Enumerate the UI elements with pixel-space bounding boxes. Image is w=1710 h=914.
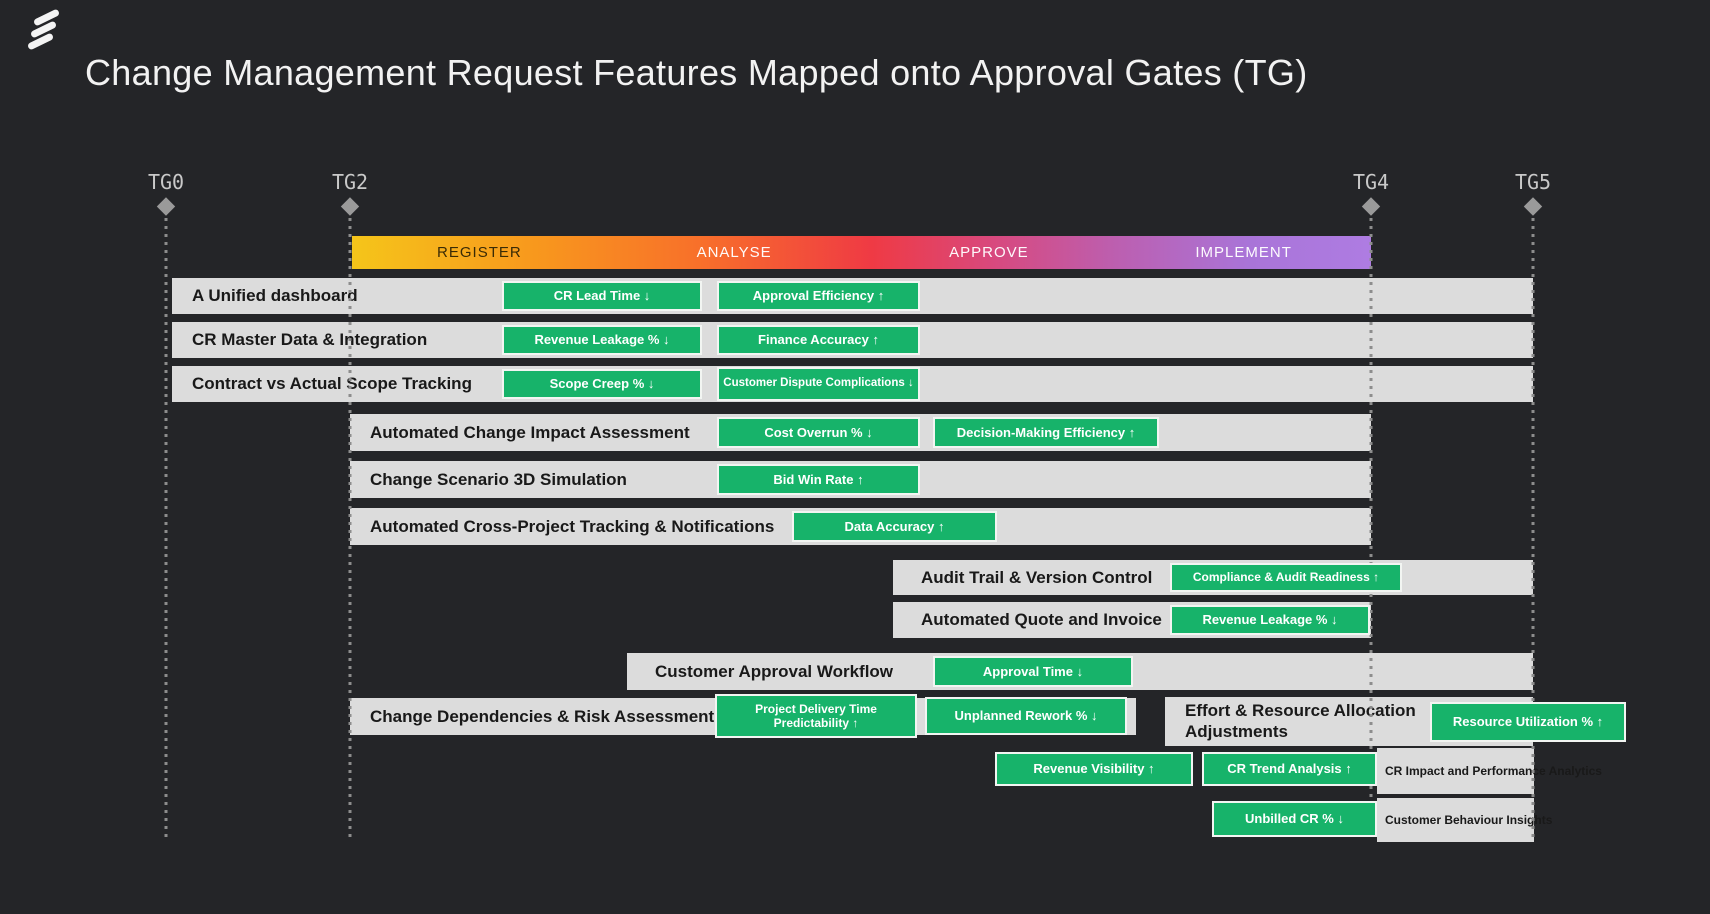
feature-label: Change Scenario 3D Simulation [370, 469, 627, 489]
ericsson-logo [26, 8, 70, 51]
feature-label: Audit Trail & Version Control [921, 567, 1153, 587]
metric-badge: Finance Accuracy ↑ [717, 325, 920, 355]
feature-bar-cr-impact-analytics: CR Impact and Performance Analytics [1377, 748, 1602, 794]
feature-label: CR Master Data & Integration [192, 330, 428, 349]
metric-badge: Approval Time ↓ [933, 656, 1133, 687]
metric-badge: Bid Win Rate ↑ [717, 464, 920, 495]
phase-gradient-bar: REGISTER ANALYSE APPROVE IMPLEMENT [352, 236, 1371, 269]
phase-analyse: ANALYSE [696, 244, 772, 261]
feature-bar-customer-behaviour-insights: Customer Behaviour Insights [1377, 798, 1552, 842]
gate-label-tg5: TG5 [1514, 170, 1552, 194]
metric-badge: Scope Creep % ↓ [502, 369, 702, 399]
gate-label-tg0: TG0 [147, 170, 185, 194]
feature-label: Automated Cross-Project Tracking & Notif… [370, 516, 775, 536]
metric-badge: Unbilled CR % ↓ [1212, 801, 1377, 837]
feature-label: Effort & Resource Allocation Adjustments [1185, 701, 1416, 741]
gate-line-tg2 [348, 218, 352, 842]
feature-label: Change Dependencies & Risk Assessment [370, 706, 715, 726]
gate-line-tg4 [1369, 218, 1373, 842]
feature-label: Customer Behaviour Insights [1385, 812, 1553, 827]
phase-implement: IMPLEMENT [1195, 244, 1292, 261]
metric-badge: Approval Efficiency ↑ [717, 281, 920, 311]
gate-diamond-icon [340, 197, 360, 216]
metric-badge: Resource Utilization % ↑ [1430, 702, 1626, 742]
metric-badge: Customer Dispute Complications ↓ [717, 367, 920, 401]
feature-label: Automated Quote and Invoice [921, 610, 1162, 629]
metric-badge: Revenue Leakage % ↓ [1170, 605, 1370, 635]
feature-label: Contract vs Actual Scope Tracking [192, 374, 472, 393]
metric-badge: Decision-Making Efficiency ↑ [933, 417, 1159, 448]
metric-badge: Revenue Visibility ↑ [995, 752, 1193, 786]
metric-badge: Cost Overrun % ↓ [717, 417, 920, 448]
metric-badge: Project Delivery Time Predictability ↑ [715, 694, 917, 738]
page-title: Change Management Request Features Mappe… [85, 52, 1308, 93]
metric-badge: Compliance & Audit Readiness ↑ [1170, 563, 1402, 592]
phase-approve: APPROVE [949, 244, 1029, 261]
metric-badge: CR Lead Time ↓ [502, 281, 702, 311]
metric-badge: CR Trend Analysis ↑ [1202, 752, 1377, 786]
gate-diamond-icon [1523, 197, 1543, 216]
metric-badge: Revenue Leakage % ↓ [502, 325, 702, 355]
gate-line-tg0 [164, 218, 168, 842]
feature-label: CR Impact and Performance Analytics [1385, 763, 1602, 778]
gate-label-tg4: TG4 [1352, 170, 1390, 194]
metric-badge: Data Accuracy ↑ [792, 511, 997, 542]
gate-label-tg2: TG2 [331, 170, 369, 194]
gate-line-tg5 [1531, 218, 1535, 842]
phase-register: REGISTER [437, 244, 522, 261]
feature-label: Customer Approval Workflow [655, 661, 894, 681]
gate-diamond-icon [156, 197, 176, 216]
feature-label: Automated Change Impact Assessment [370, 422, 690, 442]
metric-badge: Unplanned Rework % ↓ [925, 697, 1127, 735]
gate-diamond-icon [1361, 197, 1381, 216]
feature-label: A Unified dashboard [192, 286, 358, 305]
